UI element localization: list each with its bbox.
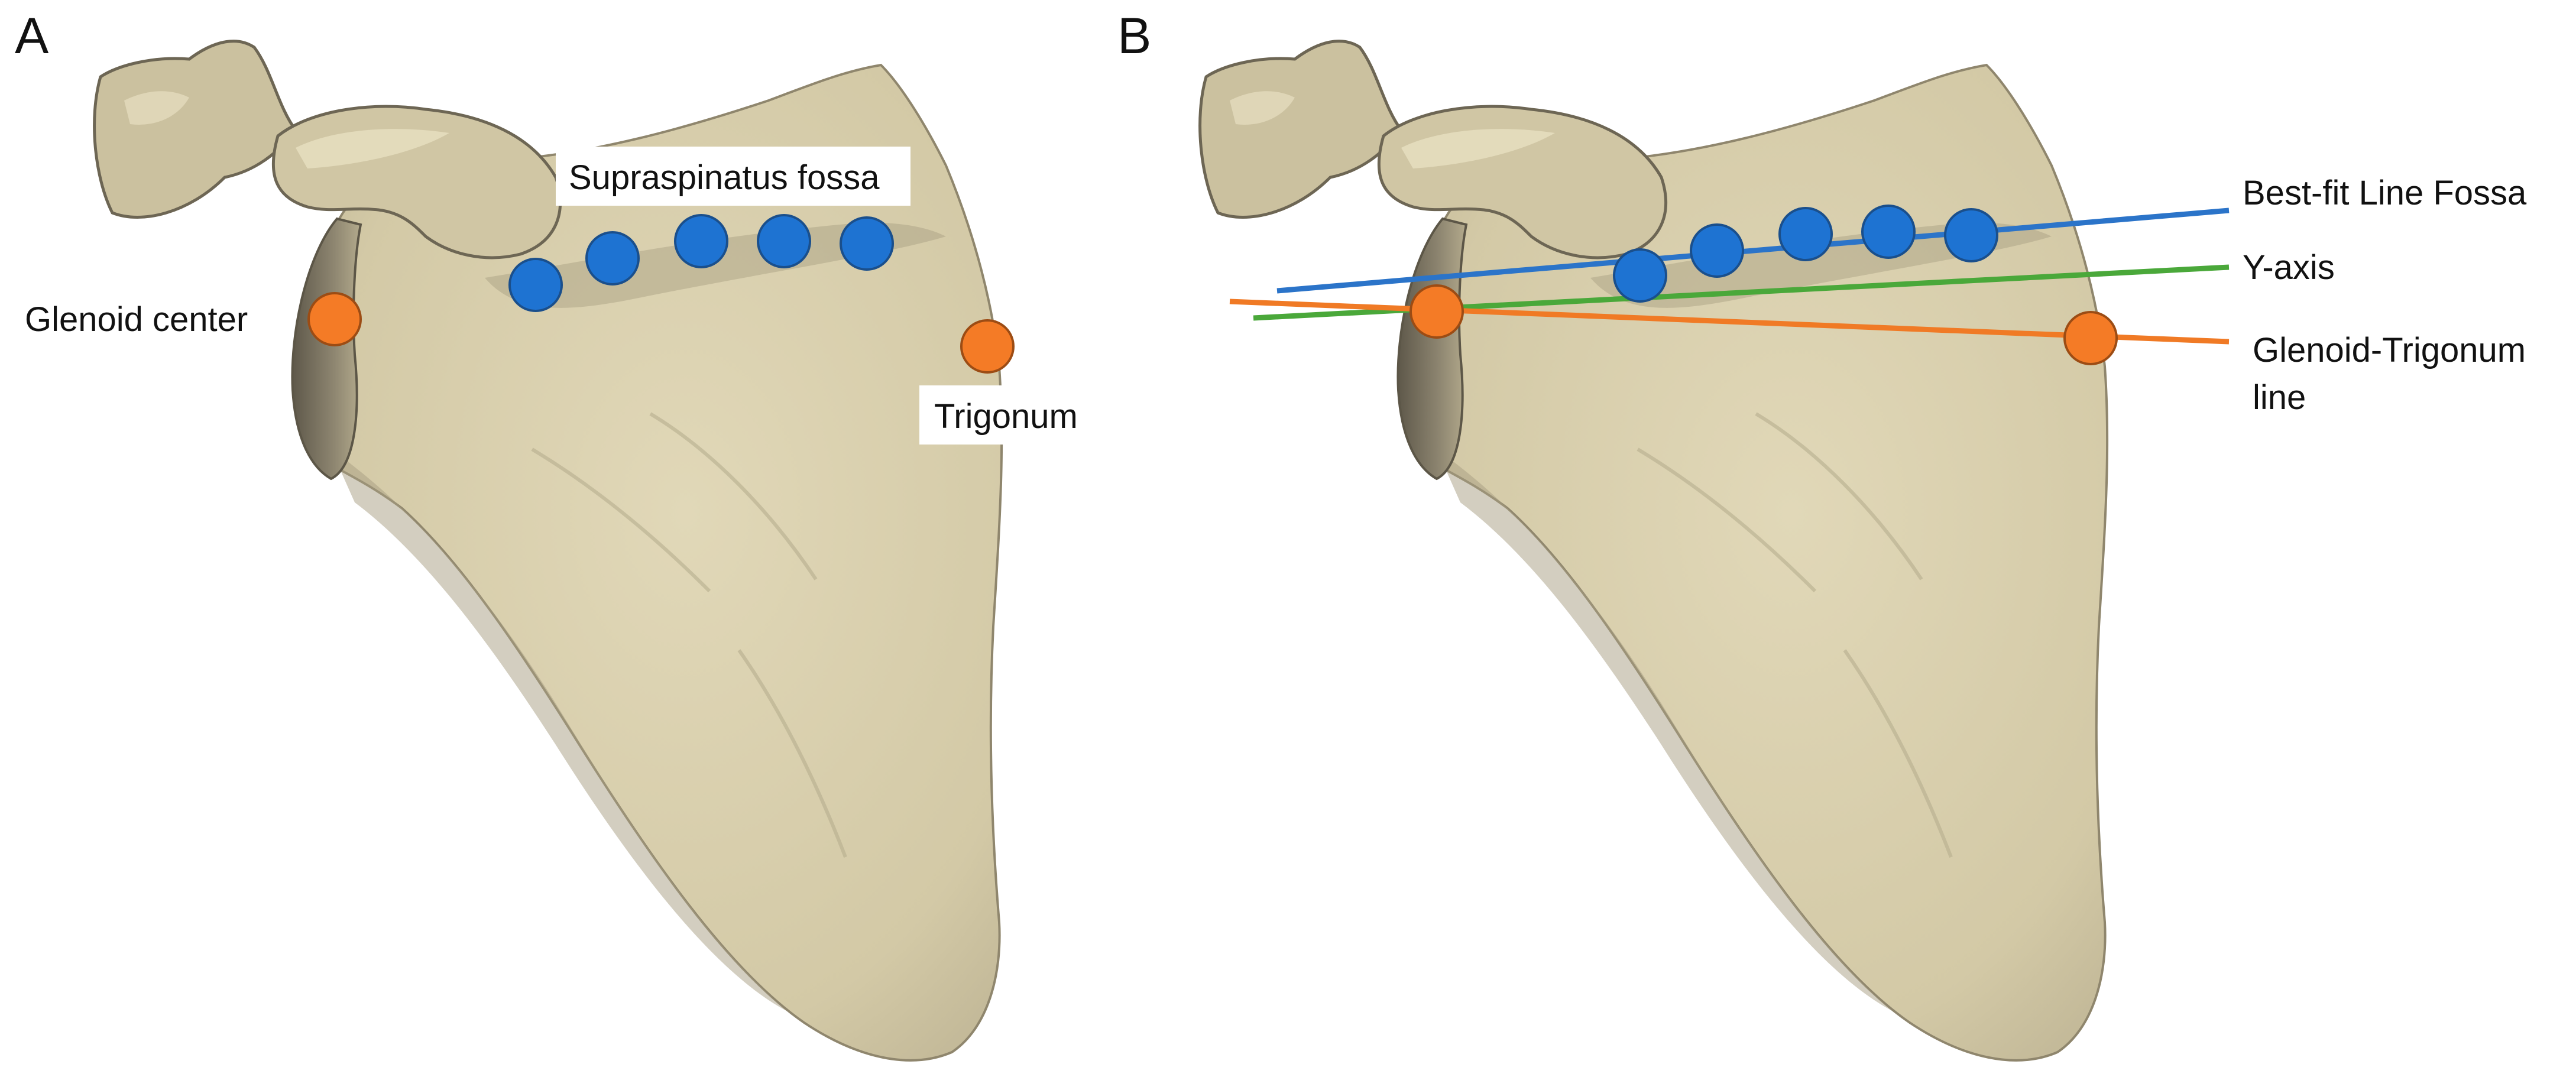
fossa-point <box>1944 208 1998 262</box>
glenoid-center-point <box>307 292 362 346</box>
panel-a: A Supraspinatus fossa Glenoid center Tri… <box>15 8 1097 1060</box>
fossa-point <box>585 231 640 286</box>
glenoid-center-label: Glenoid center <box>25 300 248 339</box>
trigonum-point <box>960 319 1015 374</box>
panel-letter-a: A <box>15 8 49 64</box>
glenoid-trigonum-line <box>1229 299 2230 345</box>
glenoid-trigonum-label-line1: Glenoid-Trigonum <box>2253 331 2526 369</box>
panel-b: B Best-fit Line Fossa Y-axis Glenoid-Tri… <box>1117 8 2527 1060</box>
fossa-point <box>674 214 728 268</box>
trigonum-label: Trigonum <box>934 397 1078 436</box>
glenoid-trigonum-label-line2: line <box>2253 378 2306 417</box>
fossa-point <box>840 216 894 271</box>
fossa-point <box>757 214 811 268</box>
best-fit-line-label: Best-fit Line Fossa <box>2243 174 2527 212</box>
fossa-landmarks-a <box>508 214 894 312</box>
fossa-label: Supraspinatus fossa <box>569 158 880 197</box>
fossa-point <box>1690 223 1744 278</box>
fossa-label-box <box>556 147 910 206</box>
glenoid-center-point <box>1409 284 1464 339</box>
scapula-illustration-b <box>1200 41 2108 1060</box>
fossa-point <box>1613 248 1667 303</box>
y-axis-label: Y-axis <box>2243 248 2335 287</box>
fossa-point <box>1778 207 1833 261</box>
fossa-landmarks-b <box>1613 205 1998 303</box>
trigonum-point <box>2063 311 2118 365</box>
fossa-point <box>1861 205 1916 259</box>
trigonum-label-box <box>919 385 1097 445</box>
panel-letter-b: B <box>1117 8 1151 64</box>
fossa-point <box>508 258 563 312</box>
best-fit-line-fossa <box>1276 207 2230 294</box>
